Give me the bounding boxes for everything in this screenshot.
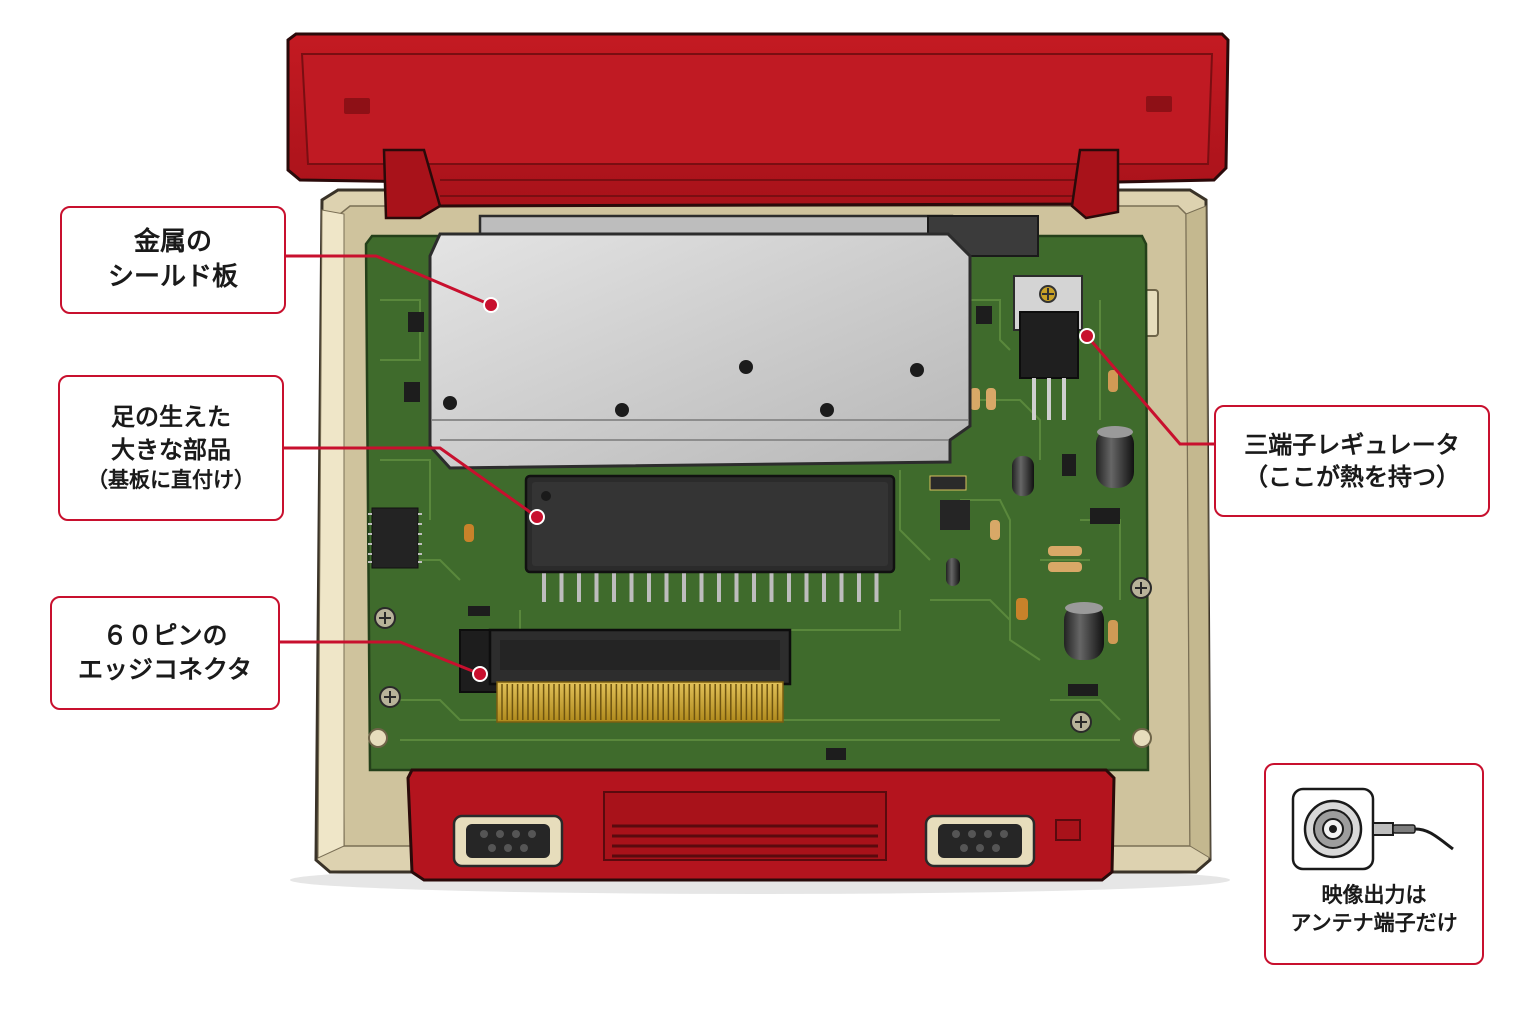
callout-edge-connector: ６０ピンの エッジコネクタ	[50, 596, 280, 710]
leader-lines	[280, 254, 1214, 676]
leader-line-chip	[284, 446, 538, 519]
leader-dots	[472, 297, 1095, 682]
controller-port-right	[924, 814, 1036, 868]
callout-rf-output: 映像出力は アンテナ端子だけ	[1264, 763, 1484, 965]
callout-chip-line1: 足の生えた	[111, 403, 231, 432]
callout-edge-line2: エッジコネクタ	[77, 655, 252, 684]
rf-jack-icon	[1291, 787, 1454, 871]
callout-edge-line1: ６０ピンの	[102, 621, 228, 651]
callout-regulator-line2: （ここが熱を持つ）	[1244, 463, 1460, 491]
small-components	[368, 306, 1134, 760]
callout-shield-line1: 金属の	[133, 226, 212, 257]
leader-line-regulator	[1085, 335, 1214, 446]
controller-port-left	[452, 814, 564, 868]
leader-line-shield	[286, 254, 492, 307]
edge-connector	[459, 628, 792, 723]
voltage-regulator	[1013, 275, 1083, 420]
console-lid	[286, 32, 1230, 220]
callout-shield: 金属の シールド板	[60, 206, 286, 314]
pcb-screws	[374, 281, 1152, 733]
leader-line-edge	[280, 640, 481, 676]
callout-regulator-line1: 三端子レギュレータ	[1244, 430, 1460, 459]
callout-chip-line3: （基板に直付け）	[87, 468, 255, 493]
callout-shield-line2: シールド板	[107, 262, 238, 292]
callout-chip: 足の生えた 大きな部品 （基板に直付け）	[58, 375, 284, 521]
callout-chip-line2: 大きな部品	[111, 435, 231, 464]
callout-regulator: 三端子レギュレータ （ここが熱を持つ）	[1214, 405, 1490, 517]
callout-rf-line1: 映像出力は	[1321, 883, 1427, 907]
metal-shield	[428, 214, 1039, 470]
callout-rf-line2: アンテナ端子だけ	[1290, 911, 1458, 936]
dip-chip	[524, 474, 896, 602]
